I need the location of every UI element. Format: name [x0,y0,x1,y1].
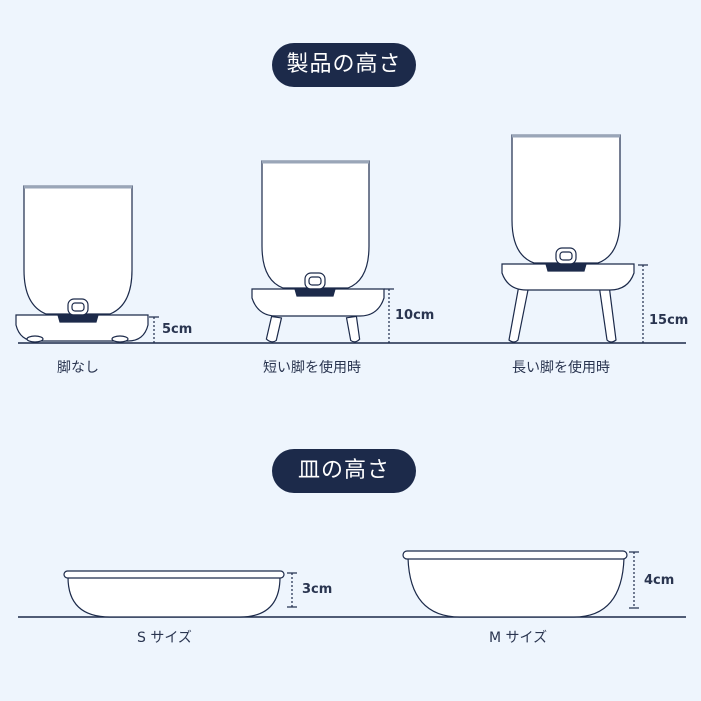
plate-small [63,570,285,618]
height-value-plate-m: 4cm [644,573,675,588]
feeder-short-legs [251,160,385,343]
height-value-plate-s: 3cm [302,582,333,597]
plate-medium [402,550,628,618]
caption-long-legs: 長い脚を使用時 [512,360,610,376]
caption-no-legs: 脚なし [57,360,99,376]
caption-short-legs: 短い脚を使用時 [263,360,361,376]
height-value-short-legs: 10cm [395,308,435,323]
feeder-no-legs [15,185,149,343]
section-title-product-height: 製品の高さ [272,43,416,87]
height-value-long-legs: 15cm [649,313,689,328]
feeder-long-legs [501,134,635,343]
height-value-no-legs: 5cm [162,322,193,337]
section-title-plate-height: 皿の高さ [272,449,416,493]
caption-plate-m: M サイズ [489,630,548,646]
caption-plate-s: S サイズ [137,630,192,646]
